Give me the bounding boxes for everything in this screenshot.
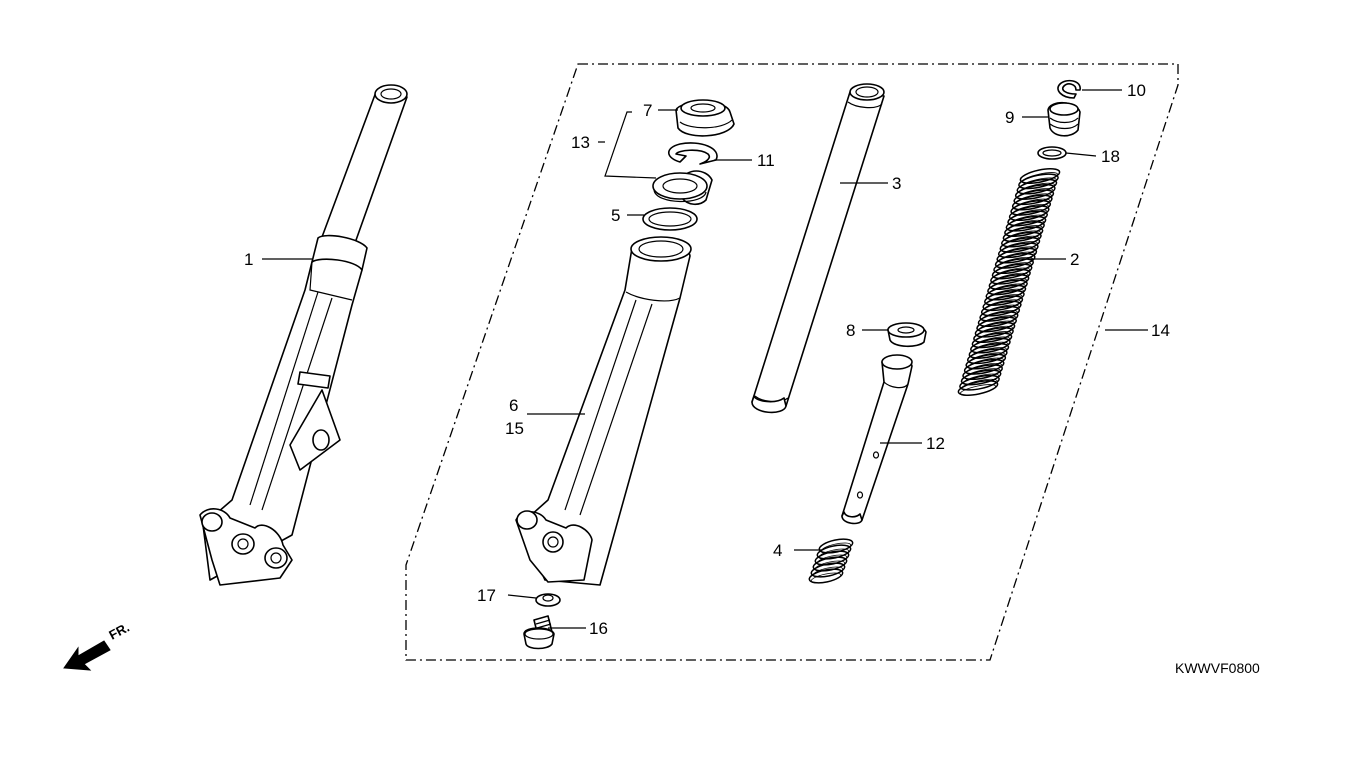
fork-bolt-part-9 bbox=[1047, 101, 1081, 137]
callout-13: 13 bbox=[571, 133, 590, 152]
callout-7: 7 bbox=[643, 101, 652, 120]
callout-2: 2 bbox=[1070, 250, 1079, 269]
front-label: FR. bbox=[106, 620, 132, 643]
rebound-spring-part-4 bbox=[808, 538, 854, 584]
callout-8: 8 bbox=[846, 321, 855, 340]
callout-3: 3 bbox=[892, 174, 901, 193]
oil-seal-part-13 bbox=[652, 170, 713, 206]
callout-18: 18 bbox=[1101, 147, 1120, 166]
callout-16: 16 bbox=[589, 619, 608, 638]
socket-bolt-part-16 bbox=[523, 615, 555, 650]
o-ring-part-18 bbox=[1037, 146, 1067, 160]
fork-assembly-part-1 bbox=[199, 84, 408, 586]
snap-ring-part-11 bbox=[667, 142, 718, 165]
callout-6: 6 bbox=[509, 396, 518, 415]
callout-4: 4 bbox=[773, 541, 782, 560]
callout-12: 12 bbox=[926, 434, 945, 453]
fork-spring-part-2 bbox=[957, 168, 1061, 396]
callout-14: 14 bbox=[1151, 321, 1170, 340]
callout-10: 10 bbox=[1127, 81, 1146, 100]
arrow-icon bbox=[63, 640, 111, 671]
fork-slider-part-6 bbox=[515, 236, 692, 586]
dust-seal-part-7 bbox=[675, 99, 735, 137]
callout-11: 11 bbox=[757, 151, 775, 170]
callout-5: 5 bbox=[611, 206, 620, 225]
fork-piston-part-12 bbox=[841, 354, 913, 525]
callout-15: 15 bbox=[505, 419, 524, 438]
washer-part-17 bbox=[535, 593, 561, 607]
drawing-code: KWWVF0800 bbox=[1175, 660, 1260, 676]
o-ring-part-5 bbox=[642, 207, 698, 231]
callout-labels: 1 2 3 4 5 6 7 8 9 10 11 12 13 14 15 16 1… bbox=[244, 81, 1170, 638]
circlip-part-10 bbox=[1057, 79, 1081, 99]
stopper-ring-part-8 bbox=[887, 322, 927, 348]
callout-1: 1 bbox=[244, 250, 253, 269]
assembly-boundary bbox=[405, 63, 1179, 661]
callout-17: 17 bbox=[477, 586, 496, 605]
leader-lines bbox=[262, 89, 1148, 629]
fork-pipe-part-3 bbox=[751, 83, 885, 414]
callout-9: 9 bbox=[1005, 108, 1014, 127]
front-direction-arrow: FR. bbox=[63, 620, 132, 671]
